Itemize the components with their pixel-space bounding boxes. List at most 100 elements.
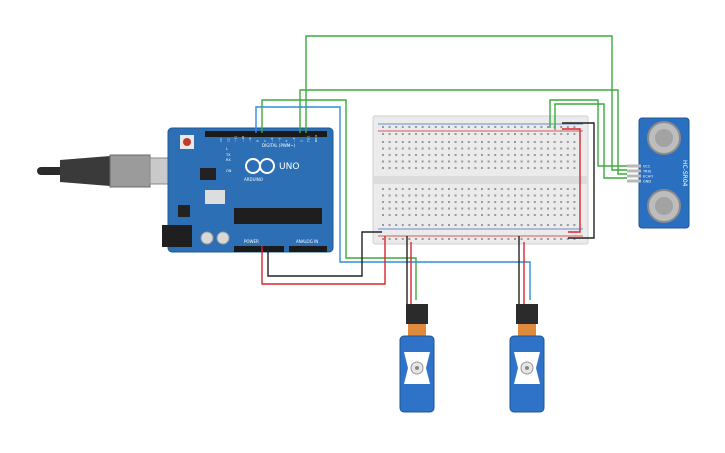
breadboard-hole [454,133,457,135]
breadboard-hole [487,141,490,143]
breadboard-hole [540,201,543,203]
breadboard-hole [500,238,503,240]
tx-led-label: TX [225,153,231,157]
breadboard-hole [441,238,444,240]
wire-green-servo1 [261,99,417,300]
breadboard-hole [560,160,563,163]
breadboard-hole [553,147,556,150]
breadboard-hole [448,154,450,156]
breadboard-hole [441,154,444,156]
servo-motor-1[interactable] [399,304,435,413]
breadboard-hole [533,160,536,163]
breadboard[interactable] [372,115,589,245]
breadboard-hole [520,160,523,163]
breadboard-hole [382,188,384,190]
breadboard-hole [395,238,398,240]
breadboard-hole [553,160,556,163]
breadboard-hole [520,188,523,190]
breadboard-hole [573,207,576,210]
breadboard-hole [514,133,516,135]
breadboard-hole [467,160,470,163]
breadboard-hole [494,201,497,203]
breadboard-hole [401,224,404,226]
breadboard-hole [566,238,569,240]
digital-pin-label: ~11 [234,136,238,142]
breadboard-hole [448,147,450,150]
sensor-pin[interactable] [627,164,641,168]
breadboard-hole [428,201,431,203]
breadboard-hole [454,141,457,143]
breadboard-hole [566,147,569,150]
breadboard-hole [494,133,497,135]
arduino-uno-board[interactable]: UNO ARDUINO DIGITAL (PWM~) POWER ANALOG … [162,127,334,253]
sensor-pin[interactable] [627,179,641,183]
breadboard-hole [415,167,417,169]
breadboard-hole [401,201,404,203]
breadboard-hole [448,133,450,135]
breadboard-hole [461,147,464,150]
breadboard-hole [474,207,477,210]
breadboard-hole [467,126,470,128]
wire-green-trig [305,35,627,171]
breadboard-hole [573,141,576,143]
breadboard-hole [527,194,530,197]
breadboard-hole [500,194,503,197]
breadboard-hole [573,126,576,128]
breadboard-hole [467,167,470,169]
breadboard-hole [566,194,569,197]
breadboard-hole [467,133,470,135]
servo-motor-2[interactable] [509,304,545,413]
breadboard-hole [401,194,404,197]
breadboard-hole [500,188,503,190]
breadboard-hole [553,201,556,203]
breadboard-hole [533,194,536,197]
analog-header [289,246,327,252]
breadboard-hole [527,224,530,226]
breadboard-hole [527,154,530,156]
breadboard-hole [434,207,437,210]
breadboard-hole [441,167,444,169]
breadboard-hole [573,133,576,135]
breadboard-hole [520,167,523,169]
breadboard-hole [388,224,391,226]
breadboard-hole [415,194,417,197]
breadboard-hole [415,154,417,156]
breadboard-hole [481,207,483,210]
breadboard-hole [421,194,424,197]
breadboard-hole [566,133,569,135]
breadboard-hole [547,207,549,210]
breadboard-hole [540,238,543,240]
breadboard-hole [481,147,483,150]
digital-pin-label: 8 [256,140,260,142]
breadboard-hole [441,147,444,150]
digital-pin-label: 7 [263,140,267,142]
breadboard-hole [507,147,510,150]
breadboard-hole [560,194,563,197]
breadboard-hole [566,214,569,216]
breadboard-hole [573,188,576,190]
breadboard-hole [500,201,503,203]
breadboard-hole [494,194,497,197]
breadboard-hole [553,238,556,240]
breadboard-hole [494,167,497,169]
breadboard-hole [520,201,523,203]
sensor-pin[interactable] [627,169,641,173]
breadboard-hole [573,214,576,216]
breadboard-hole [487,201,490,203]
breadboard-hole [448,167,450,169]
breadboard-hole [494,238,497,240]
breadboard-hole [540,214,543,216]
sensor-pin[interactable] [627,174,641,178]
breadboard-hole [474,238,477,240]
breadboard-holes [382,126,576,240]
breadboard-hole [487,224,490,226]
breadboard-hole [421,238,424,240]
breadboard-hole [494,214,497,216]
breadboard-hole [514,188,516,190]
breadboard-hole [415,133,417,135]
breadboard-hole [441,224,444,226]
breadboard-hole [474,160,477,163]
breadboard-hole [401,133,404,135]
